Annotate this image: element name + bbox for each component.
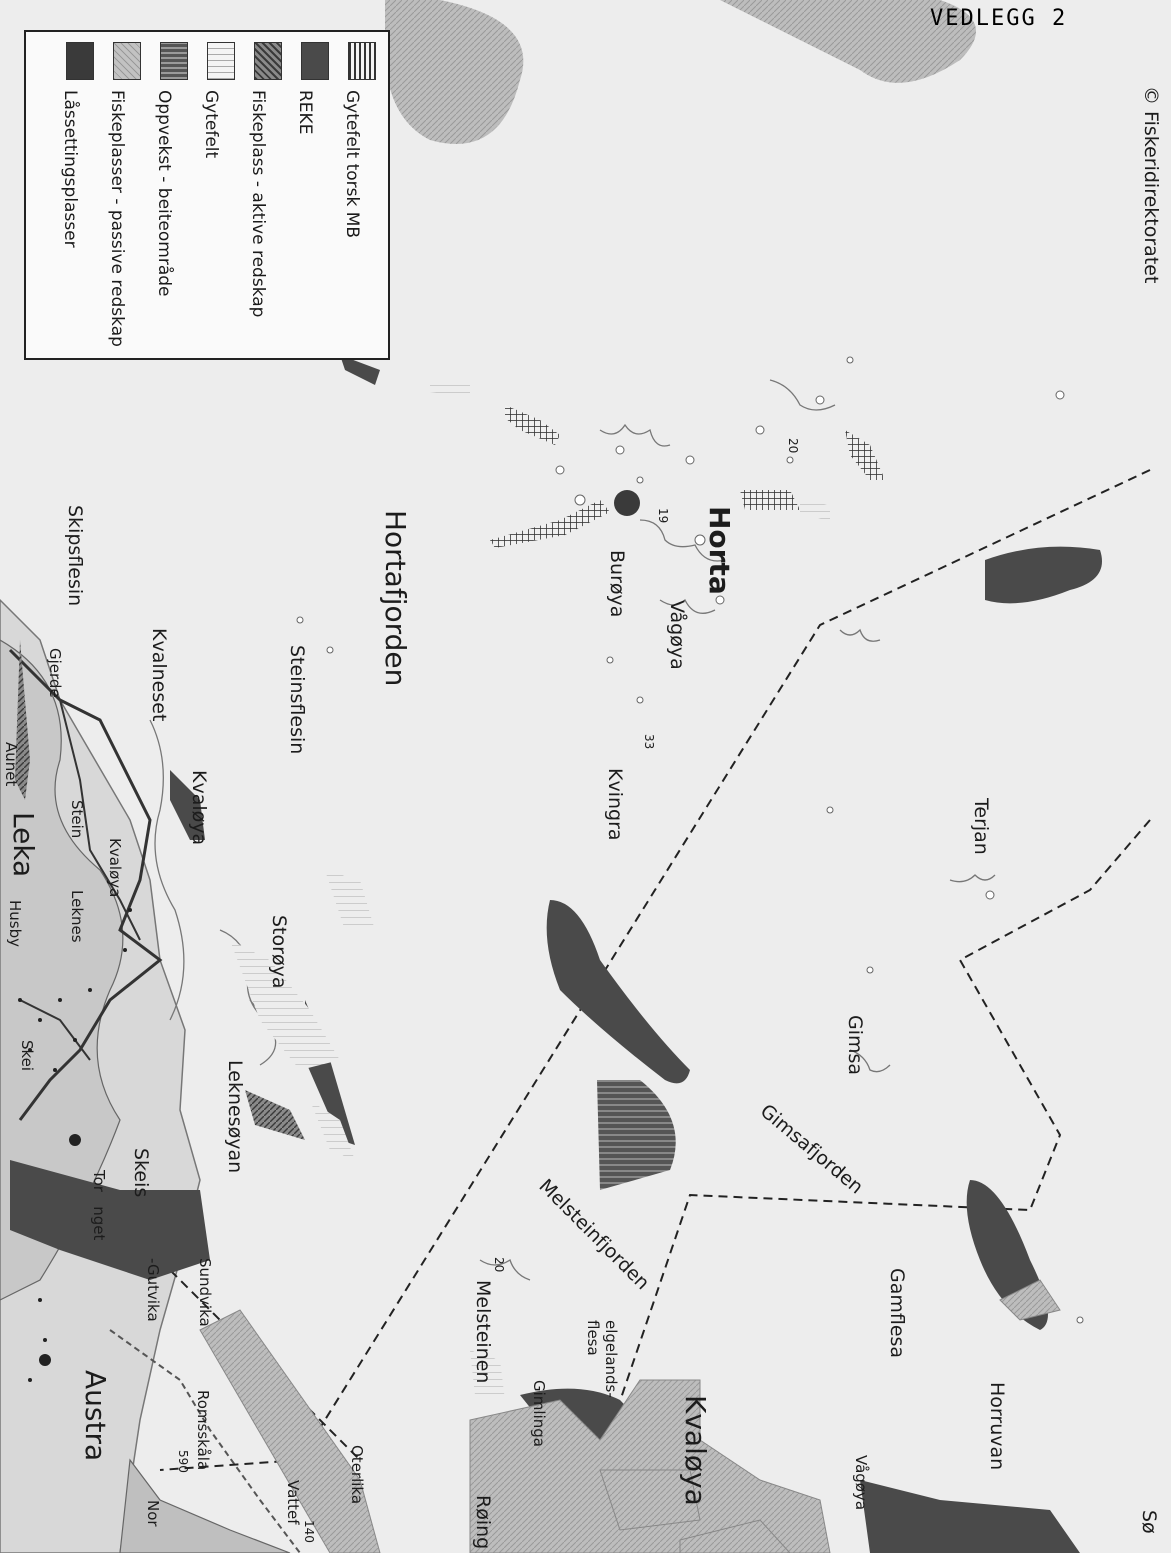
place-austra: Austra [79,1370,112,1462]
place-helgelandsflesa: elgelands- flesa [584,1320,620,1398]
place-skipsflesin: Skipsflesin [64,505,86,607]
lassetting-dark [597,1080,676,1190]
depth-590: 590 [176,1450,190,1473]
depth-140: 140 [302,1520,316,1543]
legend-item: Fiskeplass - aktive redskap [246,32,290,358]
depth-33: 33 [642,734,656,750]
gytefelt-areas [230,380,830,1400]
place-storoya: Storøya [268,915,290,989]
land-leka [0,598,301,1553]
zone-top-left-blob [385,0,524,144]
place-kvaloya-west: Kvaløya [188,770,210,846]
legend-label: Fiskeplasser - passive redskap [107,90,127,347]
place-aunet: Aunet [2,742,20,787]
place-roing: Røing [472,1495,494,1550]
small-island-dots [296,356,1084,1324]
place-kvaloya-small: Kvaløya [106,838,124,898]
copyright-label: © Fiskeridirektoratet [1140,86,1162,284]
place-leknesoyan: Leknesøyan [224,1060,246,1174]
legend-label: Oppvekst - beiteområde [154,90,174,297]
legend-label: Gytefelt torsk MB [342,90,362,239]
place-romsskala: Romsskåla [194,1390,212,1471]
reke-areas [10,355,1102,1553]
place-tonnget: Tor nget [90,1170,108,1241]
legend-item: REKE [293,32,337,358]
fiskeplasser-passive-areas [199,1279,1061,1553]
zone-top-blob [720,0,976,83]
place-gutvika: -Gutvika [144,1258,162,1322]
fiskeplass-aktive-areas [15,640,305,1140]
legend-swatch-icon [66,42,94,80]
place-leknes: Leknes [68,890,86,943]
place-stein: Stein [68,800,86,839]
place-vattef: Vattef [284,1480,302,1525]
place-skeis: Skeis [130,1148,152,1198]
depth-20-south: 20 [492,1257,506,1273]
attachment-label: VEDLEGG 2 [930,6,1068,31]
legend-item: Gytefelt [199,32,243,358]
map-legend: Gytefelt torsk MB REKE Fiskeplass - aktive… [24,30,390,360]
place-melsteinen: Melsteinen [472,1280,494,1384]
place-vagoya-east: Vågøya [852,1455,870,1511]
place-hortafjorden: Hortafjorden [379,510,412,687]
legend-label: REKE [295,90,315,135]
place-steinsflesin: Steinsflesin [286,645,308,755]
legend-item: Låssettingsplasser [58,32,102,358]
place-horruvan: Horruvan [986,1382,1008,1471]
place-soer: Sø [1138,1510,1160,1534]
legend-swatch-icon [160,42,188,80]
gytefelt-torsk-areas [490,405,885,548]
leka-dots [18,908,132,1382]
place-buroya: Burøya [606,550,628,618]
place-kvalneset: Kvalneset [148,628,170,722]
place-kvaloya-east: Kvaløya [679,1395,712,1506]
legend-swatch-icon [301,42,329,80]
legend-label: Fiskeplass - aktive redskap [248,90,268,318]
legend-swatch-icon [254,42,282,80]
legend-swatch-icon [348,42,376,80]
legend-item: Gytefelt torsk MB [340,32,384,358]
place-gimlinga: Gimlinga [530,1380,548,1447]
depth-20-north: 20 [786,438,800,454]
horta-dark-spot [614,490,640,516]
place-skei: Skei [18,1040,36,1072]
place-oterlika: Oterlika [348,1445,366,1505]
place-gamflesa: Gamflesa [886,1268,908,1359]
legend-label: Låssettingsplasser [60,90,80,248]
place-sundvika: Sundvika [196,1258,214,1327]
place-gimsa: Gimsa [844,1015,866,1076]
legend-swatch-icon [207,42,235,80]
legend-swatch-icon [113,42,141,80]
place-vagoya: Vågøya [666,600,688,670]
place-husby: Husby [6,900,24,947]
place-horta: Horta [703,506,736,595]
legend-item: Oppvekst - beiteområde [152,32,196,358]
place-terjan: Terjan [970,798,992,855]
place-gjerde: Gjerde [46,648,64,698]
legend-label: Gytefelt [201,90,221,159]
place-kvingra: Kvingra [604,768,626,841]
depth-19: 19 [656,508,670,524]
legend-item: Fiskeplasser - passive redskap [105,32,149,358]
place-leka: Leka [7,812,40,878]
place-nor: Nor [144,1500,162,1527]
